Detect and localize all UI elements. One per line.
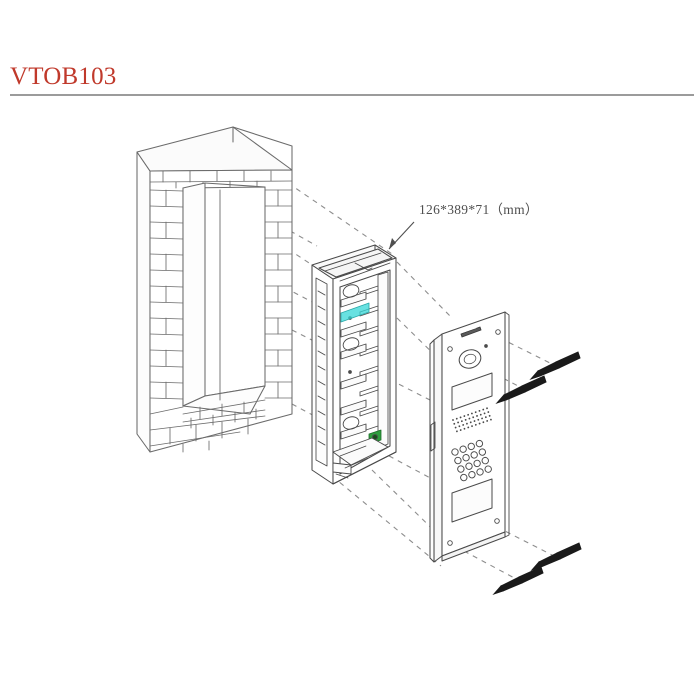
keypad-row	[457, 456, 489, 473]
page-header: VTOB103	[0, 62, 700, 108]
brand-logo	[460, 326, 482, 338]
backbox-rim-line-1	[324, 252, 382, 272]
alignment-line-5	[396, 261, 453, 319]
screw-hole-bottom-left	[447, 540, 453, 546]
indicator-led	[484, 344, 488, 348]
mounting-screw	[530, 542, 582, 572]
panel-side-latch	[430, 421, 436, 452]
mounting-screws	[492, 351, 582, 596]
brick-pattern-right-jamb	[264, 189, 293, 399]
backbox-interior	[339, 269, 391, 475]
keypad-row	[454, 448, 486, 465]
dimension-arrowhead	[389, 238, 396, 249]
brick-pattern-sill	[182, 399, 266, 429]
card-reader-window	[451, 478, 493, 523]
wall-top-edge	[232, 126, 293, 171]
keypad-row	[451, 439, 484, 456]
screw-hole-bottom-right	[494, 518, 500, 524]
alignment-line-screw-3	[496, 526, 557, 558]
backbox-indicator-strip	[340, 302, 370, 323]
camera-lens-icon	[458, 349, 482, 369]
backbox-rim-notch	[354, 262, 373, 271]
brick-wall-with-recess	[136, 126, 293, 453]
screw-hole-top-left	[447, 346, 453, 352]
mounting-screw	[492, 566, 544, 596]
keypad-row	[460, 465, 492, 482]
alignment-line-2	[287, 182, 396, 257]
backbox-bottom-edge	[332, 451, 397, 485]
brick-pattern-left-jamb	[149, 189, 184, 415]
wall-recess-inner-left	[182, 182, 206, 407]
backbox-base-tray	[332, 437, 389, 479]
screw-hole-top-right	[495, 329, 501, 335]
panel-right-edge	[504, 311, 510, 538]
alignment-line-screw-1	[499, 337, 557, 367]
dimension-label: 126*389*71（mm）	[419, 202, 539, 217]
alignment-line-screw-4	[463, 550, 519, 581]
flush-mount-back-box	[311, 244, 397, 485]
display-window	[451, 372, 493, 411]
wall-recess-ledge	[182, 385, 266, 415]
backbox-left-slot-rail	[315, 277, 328, 467]
speaker-grille	[452, 407, 492, 433]
panel-side-lip	[429, 339, 435, 563]
mounting-screw	[495, 375, 547, 405]
mounting-screw	[529, 351, 581, 381]
backbox-rim-line-2	[339, 262, 391, 282]
wall-recess-inner-top	[204, 182, 266, 188]
dimension-leader	[388, 221, 415, 250]
wall-top-face	[136, 126, 293, 172]
page-title: VTOB103	[10, 63, 117, 90]
title-divider	[10, 94, 694, 96]
brick-pattern-lower	[149, 415, 266, 453]
wall-left-face	[136, 151, 151, 453]
door-station-front-panel	[429, 311, 510, 563]
keypad	[451, 439, 492, 482]
brick-pattern-header	[149, 170, 293, 189]
panel-screw-holes	[447, 329, 501, 546]
alignment-line-8	[331, 475, 442, 567]
